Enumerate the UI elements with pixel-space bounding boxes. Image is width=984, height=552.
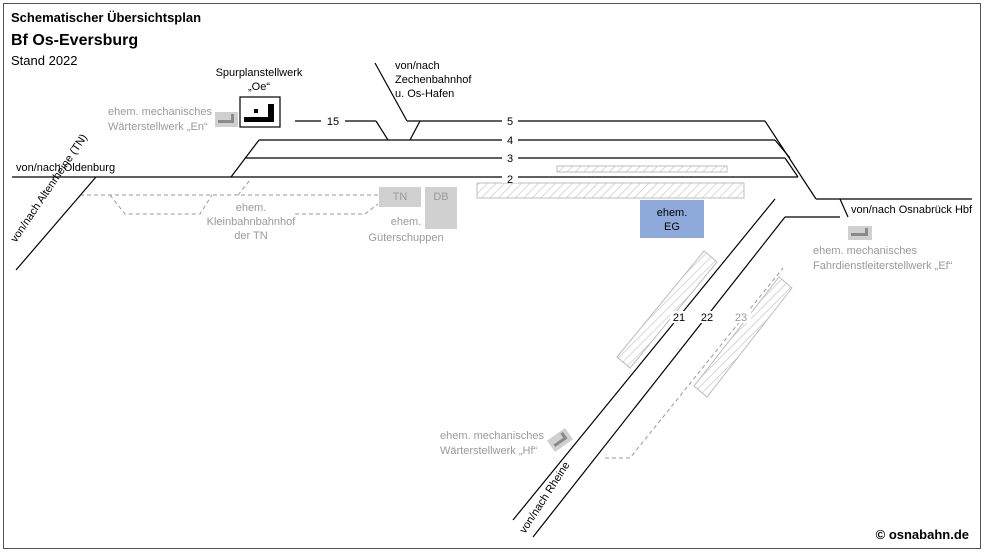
stellwerk-hf-label-1: ehem. mechanisches	[440, 430, 544, 442]
diagram-title: Schematischer Übersichtsplan	[11, 10, 201, 25]
track-number-bg-3	[502, 152, 518, 164]
station-name: Bf Os-Eversburg	[11, 32, 138, 49]
former-tracks	[80, 179, 784, 459]
stellwerk-hf-label-2: Wärterstellwerk „Hf“	[440, 445, 538, 457]
building-tn	[379, 187, 421, 207]
stellwerk-en-icon	[215, 112, 238, 127]
platform-rheine-left	[616, 250, 718, 369]
kleinbahnhof-label-2: Kleinbahnbahnhof	[207, 216, 297, 228]
building-tn-label: TN	[393, 191, 408, 203]
track-number-2: 2	[507, 174, 513, 186]
track-number-23: 23	[735, 312, 747, 324]
stellwerk-en-label-2: Wärterstellwerk „En“	[108, 121, 208, 133]
building-db-label: DB	[433, 191, 448, 203]
track-number-21: 21	[673, 312, 685, 324]
track-number-4: 4	[507, 135, 513, 147]
track-number-3: 3	[507, 153, 513, 165]
stellwerk-ef-label-2: Fahrdienstleiterstellwerk „Ef“	[813, 260, 953, 272]
building-eg-label-1: ehem.	[657, 207, 688, 219]
track-number-bg-2	[502, 171, 518, 183]
label-osnabrueck: von/nach Osnabrück Hbf	[851, 204, 973, 216]
kleinbahnhof-label-3: der TN	[234, 230, 267, 242]
track-number-15: 15	[327, 116, 339, 128]
building-eg	[640, 200, 704, 238]
label-zechenbahnhof-3: u. Os-Hafen	[395, 88, 454, 100]
track-number-bg-4	[502, 134, 518, 146]
tracks	[12, 62, 972, 538]
stellwerk-oe-label-2: „Oe“	[248, 81, 270, 93]
building-eg-label-2: EG	[664, 221, 680, 233]
track-number-bg-5	[502, 115, 518, 127]
building-db	[425, 187, 457, 229]
copyright: © osnabahn.de	[876, 527, 969, 542]
label-zechenbahnhof-2: Zechenbahnhof	[395, 74, 472, 86]
stellwerk-oe-label-1: Spurplanstellwerk	[216, 67, 303, 79]
gueterschuppen-label-1: ehem.	[391, 216, 422, 228]
stellwerk-ef-icon	[848, 226, 872, 240]
stellwerk-oe-icon	[239, 96, 281, 128]
status-date: Stand 2022	[11, 53, 78, 68]
track-number-22: 22	[701, 312, 713, 324]
gueterschuppen-label-2: Güterschuppen	[368, 232, 443, 244]
label-zechenbahnhof-1: von/nach	[395, 60, 440, 72]
platform-inner	[556, 165, 728, 173]
track-number-5: 5	[507, 116, 513, 128]
kleinbahnhof-label-1: ehem.	[236, 202, 267, 214]
track-number-bg-15	[321, 115, 345, 127]
stellwerk-hf-icon	[546, 427, 574, 453]
stellwerk-ef-label-1: ehem. mechanisches	[813, 245, 917, 257]
stellwerk-en-label-1: ehem. mechanisches	[108, 106, 212, 118]
track-number-bg-22	[697, 311, 717, 323]
diagram-frame	[3, 3, 981, 549]
label-oldenburg: von/nach Oldenburg	[16, 162, 115, 174]
track-number-bg-21	[670, 311, 688, 323]
platform-outer	[476, 182, 745, 199]
track-number-bg-23	[731, 311, 751, 323]
